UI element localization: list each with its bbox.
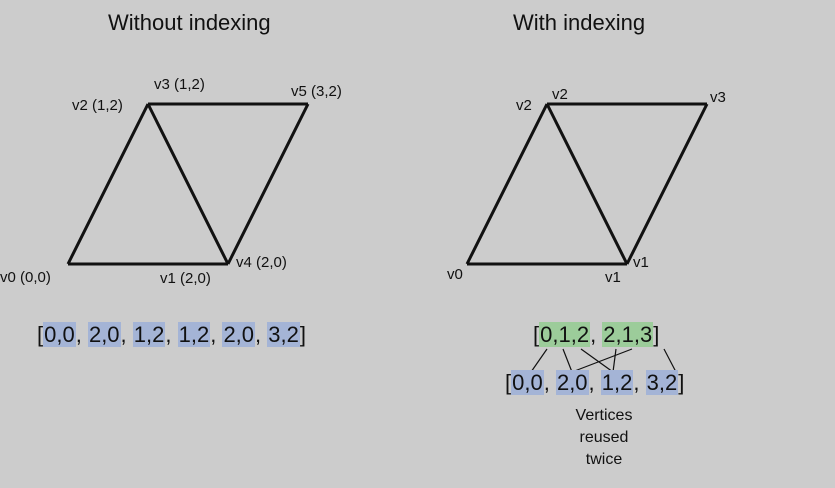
bracket-close: ] <box>299 322 306 347</box>
array-item: 0,0 <box>511 370 544 395</box>
array-separator: , <box>633 370 646 395</box>
array-separator: , <box>75 322 88 347</box>
right-label-v2b: v2 <box>552 86 568 103</box>
array-separator: , <box>588 370 601 395</box>
bracket-open: [ <box>505 370 512 395</box>
connector-idx1 <box>562 348 573 373</box>
left-label-v1: v1 (2,0) <box>160 270 211 287</box>
left-label-v3: v3 (1,2) <box>154 76 205 93</box>
connector-idx4 <box>571 348 633 373</box>
array-separator: , <box>543 370 556 395</box>
left-edge-v4-v5 <box>226 103 310 265</box>
connector-idx3 <box>612 348 617 373</box>
connector-idx2 <box>580 348 614 373</box>
bracket-close: ] <box>653 322 660 347</box>
right-label-v0: v0 <box>447 266 463 283</box>
bracket-close: ] <box>678 370 685 395</box>
connector-idx5 <box>663 348 677 373</box>
array-item: 3,2 <box>267 322 300 347</box>
connector-idx0 <box>530 348 548 373</box>
left-edge-v2-v4 <box>146 103 230 265</box>
left-label-v4: v4 (2,0) <box>236 254 287 271</box>
right-label-v2a: v2 <box>516 97 532 114</box>
right-edge-v2-v1 <box>545 103 629 265</box>
left-edge-v0-v2 <box>66 103 150 265</box>
array-separator: , <box>210 322 223 347</box>
right-title: With indexing <box>513 10 646 35</box>
reuse-note: Vertices reused twice <box>554 405 654 471</box>
left-label-v2: v2 (1,2) <box>72 97 123 114</box>
note-line: twice <box>585 451 623 468</box>
array-item: 0,0 <box>43 322 76 347</box>
bracket-open: [ <box>533 322 540 347</box>
array-item: 2,0 <box>555 370 589 395</box>
right-edge-v0-v2 <box>465 103 549 265</box>
array-item: 3,2 <box>645 370 679 395</box>
left-title: Without indexing <box>108 10 271 35</box>
left-label-v5: v5 (3,2) <box>291 83 342 100</box>
index-connectors <box>530 348 677 373</box>
right-label-v1a: v1 <box>605 269 621 286</box>
array-item: 2,0 <box>222 322 256 347</box>
array-item: 1,2 <box>177 322 211 347</box>
left-vertex-array: [0,0, 2,0, 1,2, 1,2, 2,0, 3,2] <box>37 322 306 348</box>
right-index-array: [0,1,2, 2,1,3] <box>533 322 659 348</box>
right-label-v3: v3 <box>710 89 726 106</box>
array-item: 1,2 <box>132 322 166 347</box>
array-separator: , <box>120 322 133 347</box>
index-group: 0,1,2 <box>539 322 591 347</box>
array-item: 2,0 <box>87 322 121 347</box>
left-label-v0: v0 (0,0) <box>0 269 51 286</box>
right-label-v1b: v1 <box>633 254 649 271</box>
bracket-open: [ <box>37 322 44 347</box>
array-separator: , <box>165 322 178 347</box>
right-vertex-array: [0,0, 2,0, 1,2, 3,2] <box>505 370 684 396</box>
note-line: reused <box>579 429 629 446</box>
array-separator: , <box>590 322 603 347</box>
left-mesh <box>66 102 310 266</box>
array-item: 1,2 <box>600 370 634 395</box>
note-line: Vertices <box>575 407 633 424</box>
right-edge-v1-v3 <box>625 103 709 265</box>
array-separator: , <box>255 322 268 347</box>
right-mesh <box>465 102 709 266</box>
index-group: 2,1,3 <box>602 322 654 347</box>
